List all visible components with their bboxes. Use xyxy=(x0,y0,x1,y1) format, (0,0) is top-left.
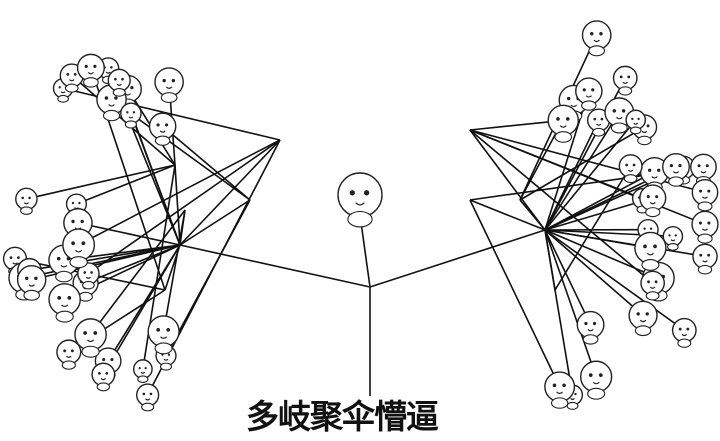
branch-line xyxy=(519,126,645,201)
branch-line xyxy=(544,229,706,258)
meme-face-icon xyxy=(136,383,160,412)
branch-line xyxy=(469,129,546,231)
meme-face-icon xyxy=(640,270,665,301)
meme-face-icon xyxy=(612,65,638,96)
meme-face-icon xyxy=(586,108,611,137)
meme-face-icon xyxy=(547,104,579,143)
meme-face-icon xyxy=(628,300,658,337)
meme-face-icon xyxy=(580,360,613,400)
meme-face-icon xyxy=(56,339,82,370)
meme-face-icon xyxy=(581,20,612,57)
branch-line xyxy=(544,229,685,331)
meme-face-icon xyxy=(147,315,180,355)
meme-face-icon xyxy=(691,178,719,212)
branch-line xyxy=(469,199,546,231)
meme-face-icon xyxy=(91,362,116,392)
branch-line xyxy=(179,139,281,246)
branch-line xyxy=(130,113,181,246)
meme-face-icon xyxy=(132,359,153,383)
meme-face-icon xyxy=(662,152,690,187)
meme-face-icon xyxy=(148,112,177,146)
branch-line xyxy=(162,125,251,201)
branch-line xyxy=(87,139,281,275)
meme-face-icon xyxy=(107,68,131,97)
branch-line xyxy=(179,199,251,246)
branch-line xyxy=(174,164,181,246)
branch-line xyxy=(544,119,637,231)
meme-face-icon xyxy=(15,187,38,215)
meme-face-icon xyxy=(692,243,718,275)
meme-face-icon xyxy=(74,318,107,358)
meme-face-icon xyxy=(77,262,100,290)
branch-line xyxy=(76,164,176,205)
meme-face-icon xyxy=(575,77,603,111)
branch-line xyxy=(85,244,181,284)
branch-line xyxy=(544,229,592,326)
meme-face-icon xyxy=(62,228,96,269)
meme-face-icon xyxy=(154,67,184,104)
meme-face-icon xyxy=(48,283,81,323)
meme-face-icon xyxy=(544,371,576,409)
branch-line xyxy=(179,244,371,288)
branch-line xyxy=(89,209,186,335)
meme-face-icon xyxy=(662,226,684,251)
meme-face-icon xyxy=(625,109,647,135)
branch-line xyxy=(544,229,659,279)
branch-line xyxy=(544,229,574,396)
branch-line xyxy=(78,139,281,246)
branch-line xyxy=(162,209,186,332)
branch-line xyxy=(469,129,654,284)
meme-face-icon xyxy=(337,172,383,228)
meme-face-icon xyxy=(639,184,667,218)
meme-face-icon xyxy=(618,154,643,184)
meme-face-icon xyxy=(634,231,667,271)
branch-line xyxy=(369,229,546,288)
meme-face-icon xyxy=(59,63,84,93)
faces xyxy=(2,20,719,412)
meme-face-icon xyxy=(671,317,697,348)
branch-line xyxy=(165,199,251,357)
branch-line xyxy=(469,199,561,388)
branch-line xyxy=(544,111,620,231)
meme-face-icon xyxy=(576,310,605,345)
meme-face-icon xyxy=(120,102,142,129)
branch-line xyxy=(554,165,632,291)
branch-line xyxy=(544,229,644,316)
branch-line xyxy=(544,229,597,377)
caption-text: 多岐聚伞懵逼 xyxy=(243,396,441,438)
meme-face-icon xyxy=(691,210,719,244)
meme-face-icon xyxy=(76,53,105,88)
meme-face-icon xyxy=(16,265,47,301)
branch-line xyxy=(544,170,655,231)
